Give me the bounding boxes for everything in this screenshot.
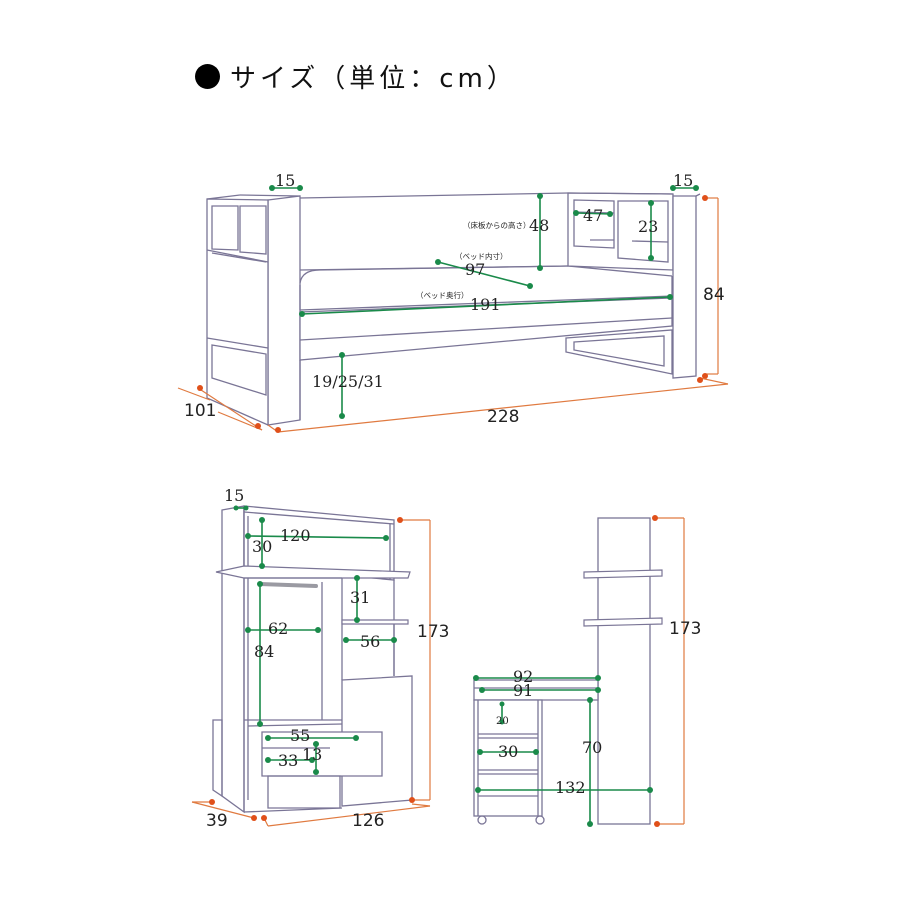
bed-length-label: 228: [487, 407, 519, 427]
wardrobe-drawer-h-label: 13: [302, 745, 322, 764]
wardrobe-drawing: [212, 505, 413, 814]
bed-drawing: [206, 192, 701, 426]
desk-drawing: [473, 517, 663, 825]
wardrobe-drawer-w-label: 55: [290, 726, 310, 745]
bed-labels: 15 15 （床板からの高さ） 48 47 23 （ベッド内寸） 97 （ベッド…: [184, 171, 725, 427]
bullet-icon: [195, 63, 220, 89]
bed-inner-length-label: 191: [470, 295, 501, 314]
wardrobe-hanging-h-label: 84: [254, 642, 274, 661]
wardrobe-height-label: 173: [417, 622, 449, 642]
bed-shelf-h-label: 23: [638, 217, 658, 236]
wardrobe-top-h-label: 30: [252, 537, 272, 556]
wardrobe-depth-label: 39: [206, 811, 228, 831]
bed-side-w-left-label: 15: [275, 171, 295, 190]
desk-length-label: 132: [555, 778, 586, 797]
desk-width-outer-label: 92: [513, 667, 533, 686]
desk-height-label: 70: [582, 738, 602, 757]
bed-shelf-w-label: 47: [583, 206, 603, 225]
wardrobe-width-label: 126: [352, 811, 384, 831]
wardrobe-dimensions: [191, 505, 431, 827]
bed-shelf-height-label: 48: [529, 216, 549, 235]
bed-depth-label: 101: [184, 401, 216, 421]
wardrobe-hanging-w-label: 62: [268, 619, 288, 638]
wardrobe-right-shelf-w-label: 56: [360, 632, 380, 651]
bed-side-w-right-label: 15: [673, 171, 693, 190]
wardrobe-drawer-inner-label: 33: [278, 751, 298, 770]
wardrobe-panel-w-label: 15: [224, 486, 244, 505]
bed-height-label: 84: [703, 285, 725, 305]
bed-floor-height-label: 19/25/31: [312, 372, 384, 391]
bed-inner-width-note: （ベッド内寸）: [455, 251, 508, 261]
desk-drawer-h-label: 20: [496, 716, 509, 727]
desk-shelf-w-label: 30: [498, 742, 518, 761]
title-text: サイズ（単位：cm）: [230, 63, 517, 94]
wardrobe-top-width-label: 120: [280, 526, 311, 545]
desk-labels: 92 91 20 30 70 132 173: [496, 619, 701, 797]
bed-inner-width-label: 97: [465, 260, 485, 279]
bed-dimensions: [177, 185, 729, 433]
bed-height-note: （床板からの高さ）: [463, 220, 531, 230]
wardrobe-right-shelf-h-label: 31: [350, 588, 370, 607]
wardrobe-labels: 15 120 30 31 62 56 84 55 13 33 173 126 3…: [206, 486, 449, 831]
desk-total-height-label: 173: [669, 619, 701, 639]
desk-dimensions: [473, 515, 685, 827]
bed-inner-length-note: （ベッド奥行）: [416, 290, 469, 300]
desk-width-inner-label: 91: [513, 681, 533, 700]
page-title: サイズ（単位：cm）: [195, 56, 517, 96]
